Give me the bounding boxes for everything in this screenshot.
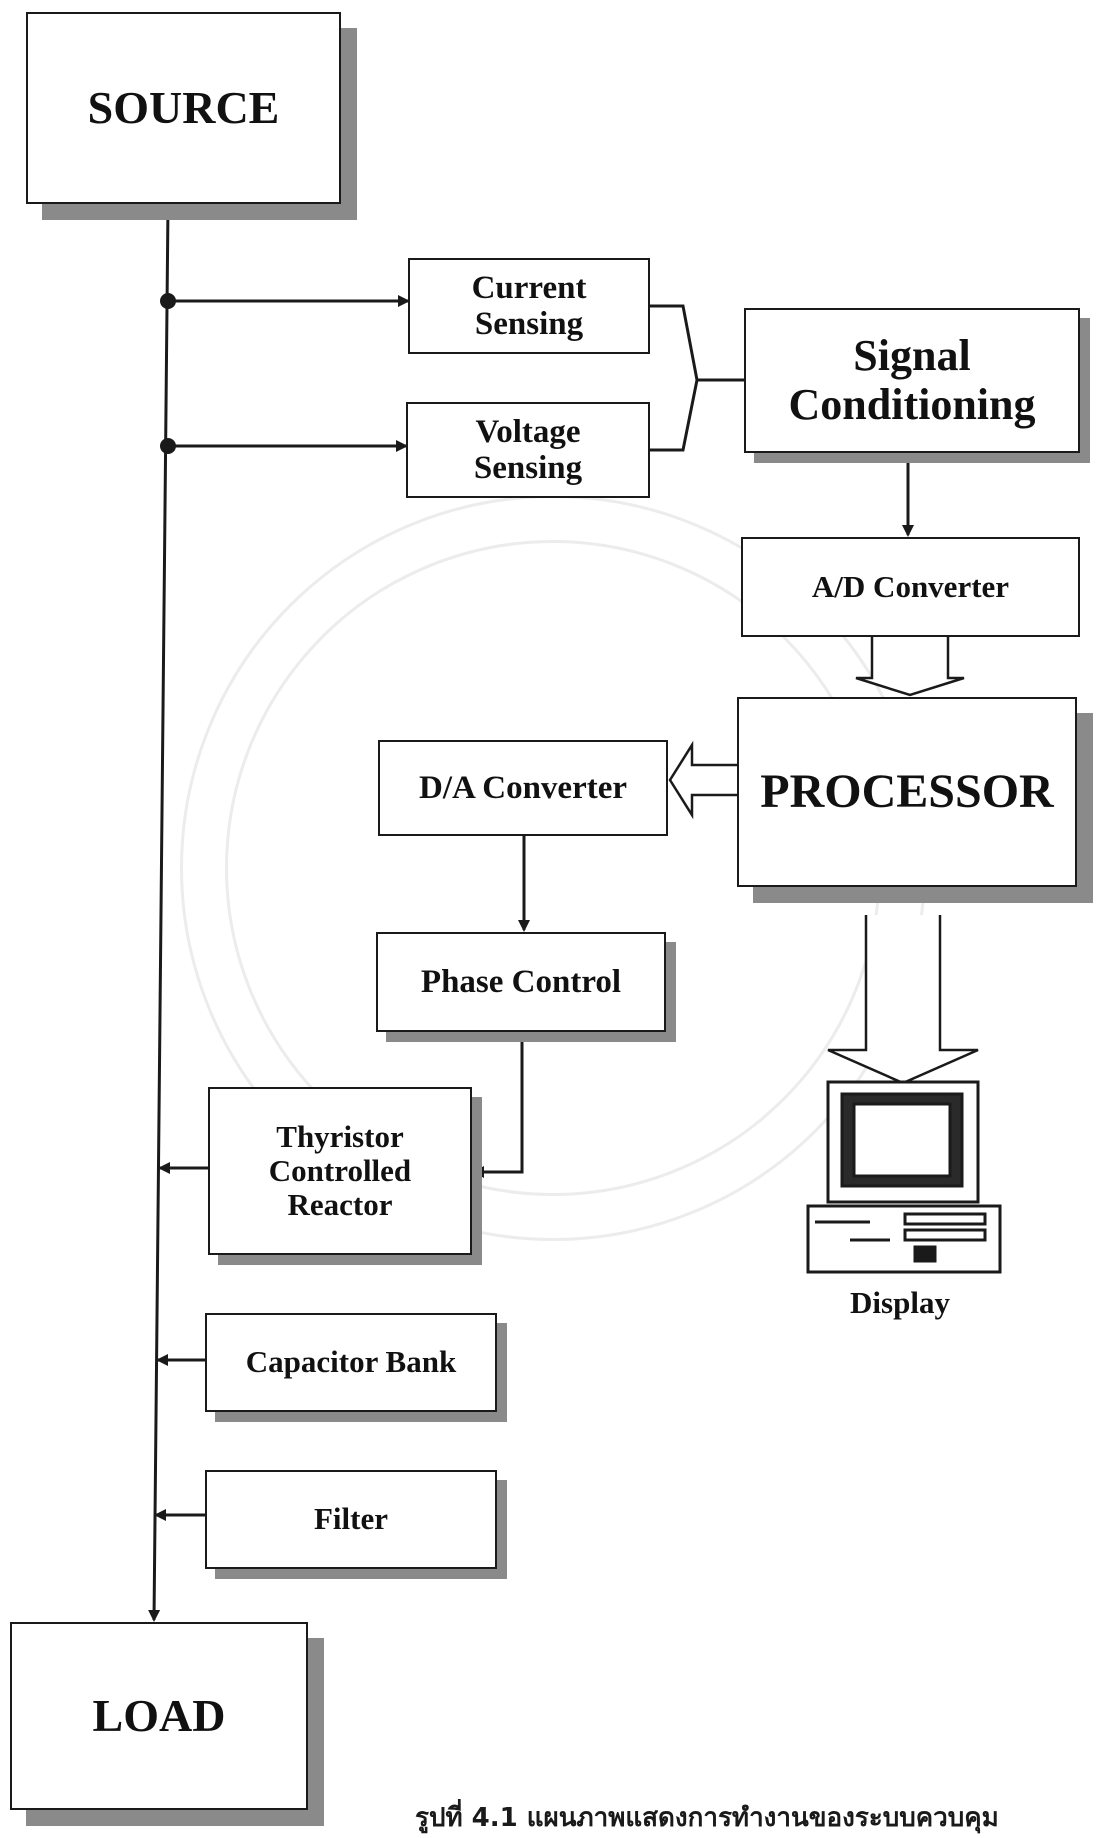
phase-control-label: Phase Control: [421, 964, 621, 1000]
display-label: Display: [800, 1285, 1000, 1321]
main-bus-line: [154, 206, 168, 1620]
processor-block: PROCESSOR: [737, 697, 1077, 887]
current-sensing-block: Current Sensing: [408, 258, 650, 354]
ad-converter-label: A/D Converter: [812, 570, 1009, 604]
processor-label: PROCESSOR: [760, 766, 1053, 819]
processor-to-da-arrow: [670, 745, 737, 815]
sensing-merge-line: [650, 306, 697, 450]
tcr-block: Thyristor Controlled Reactor: [208, 1087, 472, 1255]
voltage-sensing-label: Voltage Sensing: [474, 414, 582, 487]
da-converter-label: D/A Converter: [419, 770, 627, 806]
phase-control-block: Phase Control: [376, 932, 666, 1032]
da-converter-block: D/A Converter: [378, 740, 668, 836]
ad-converter-block: A/D Converter: [741, 537, 1080, 637]
figure-caption: รูปที่ 4.1 แผนภาพแสดงการทำงานของระบบควบค…: [415, 1797, 1055, 1838]
filter-label: Filter: [314, 1502, 388, 1536]
phase-to-tcr-line: [474, 1040, 522, 1172]
filter-block: Filter: [205, 1470, 497, 1569]
computer-monitor-icon: [808, 1082, 1000, 1272]
capacitor-bank-label: Capacitor Bank: [246, 1345, 456, 1379]
tcr-label: Thyristor Controlled Reactor: [269, 1120, 411, 1222]
processor-to-display-arrow: [828, 915, 978, 1083]
source-label: SOURCE: [88, 83, 280, 134]
signal-conditioning-label: Signal Conditioning: [789, 332, 1036, 429]
source-block: SOURCE: [26, 12, 341, 204]
load-block: LOAD: [10, 1622, 308, 1810]
junction-voltage: [160, 438, 176, 454]
capacitor-bank-block: Capacitor Bank: [205, 1313, 497, 1412]
junction-current: [160, 293, 176, 309]
load-label: LOAD: [93, 1691, 226, 1742]
signal-conditioning-block: Signal Conditioning: [744, 308, 1080, 453]
voltage-sensing-block: Voltage Sensing: [406, 402, 650, 498]
ad-to-processor-arrow: [856, 637, 964, 695]
current-sensing-label: Current Sensing: [472, 270, 587, 343]
